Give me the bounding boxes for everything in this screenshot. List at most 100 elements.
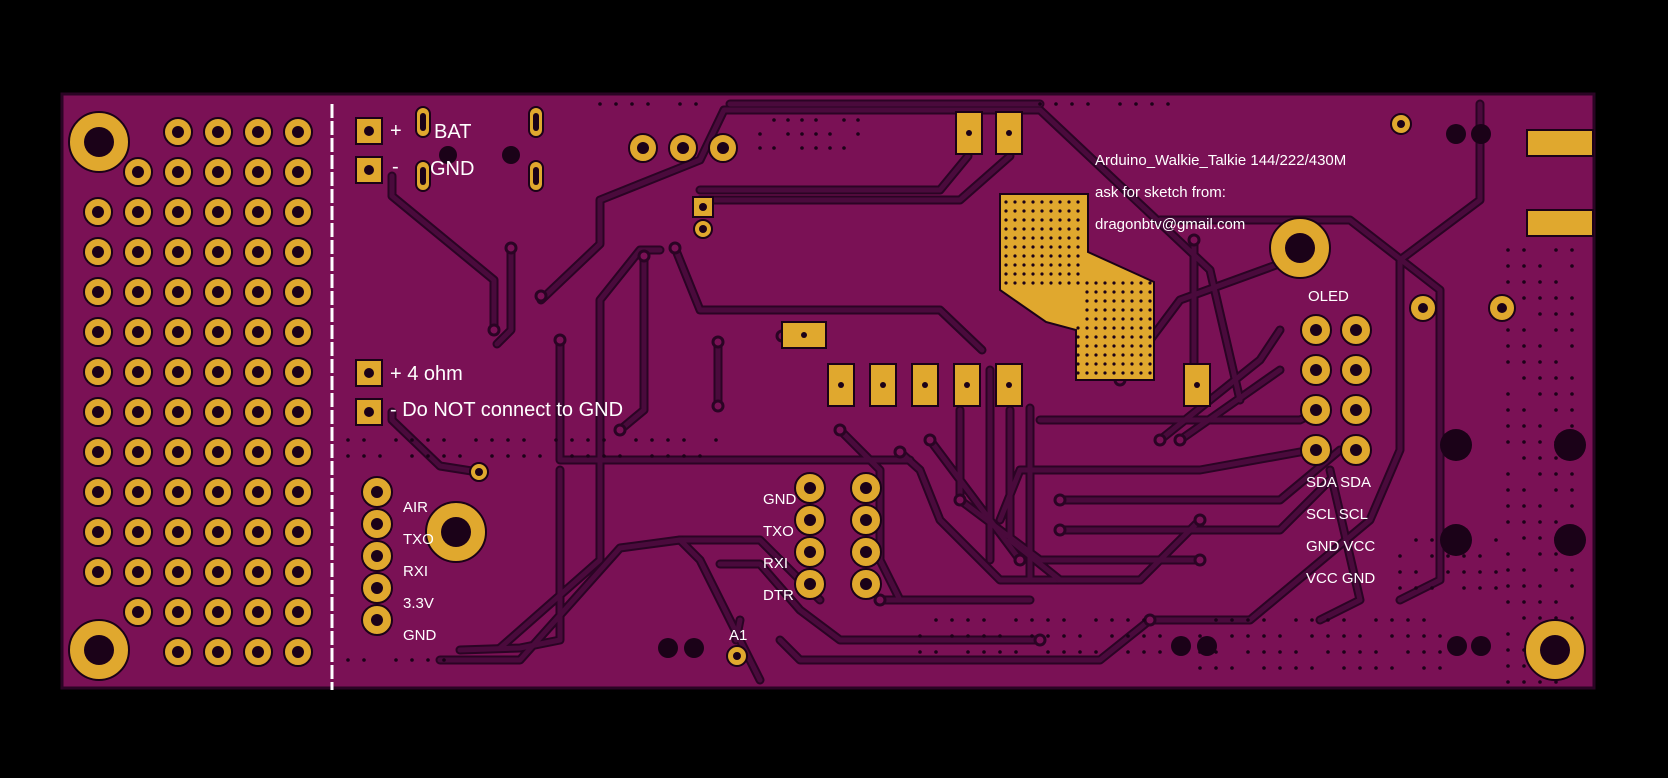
stitch-dot [1076,281,1080,285]
stitch-dot [1058,209,1062,213]
via-dot [1262,650,1266,654]
via-dot [1506,248,1510,252]
stitch-dot [1076,209,1080,213]
copper-trace [617,253,647,433]
stitch-dot [1067,236,1071,240]
drill-hole [172,166,184,178]
via-dot [1522,408,1526,412]
bat-plus-label: + [390,120,402,142]
via-dot [1390,634,1394,638]
via-dot [1478,586,1482,590]
stitch-dot [1022,281,1026,285]
stitch-dot [1103,344,1107,348]
via-dot [918,634,922,638]
via-dot [1406,650,1410,654]
drill-hole [1310,324,1322,336]
via-dot [1430,586,1434,590]
stitch-dot [1076,326,1080,330]
a1-label: A1 [729,627,747,644]
via-dot [1538,264,1542,268]
oled-pin-label-1: SDA SDA [1306,474,1371,491]
stitch-dot [1148,344,1152,348]
drill-hole [637,142,649,154]
stitch-dot [1103,335,1107,339]
via-dot [1506,600,1510,604]
stitch-dot [1130,290,1134,294]
stitch-dot [1130,299,1134,303]
via-dot [506,454,510,458]
via-dot [1430,538,1434,542]
drill-hole [1310,444,1322,456]
via-dot [1230,666,1234,670]
drill-hole [441,517,471,547]
via-dot [490,438,494,442]
stitch-dot [1049,236,1053,240]
stitch-dot [1130,326,1134,330]
stitch-dot [1130,317,1134,321]
copper-traces [387,99,1485,685]
via-dot [1522,376,1526,380]
via-dot [1142,634,1146,638]
stitch-dot [1049,218,1053,222]
via-dot [1198,666,1202,670]
stitch-dot [1148,299,1152,303]
stitch-dot [1013,272,1017,276]
via-dot [950,634,954,638]
via-dot [1342,650,1346,654]
drill-hole [84,127,114,157]
via-dot [1522,568,1526,572]
silkscreen-labels: + BAT - GND + 4 ohm - Do NOT connect to … [390,120,1375,644]
via-dot [758,146,762,150]
drill-hole [212,606,224,618]
stitch-dot [1049,200,1053,204]
stitch-dot [1022,263,1026,267]
via-dot [1554,520,1558,524]
stitch-dot [1121,353,1125,357]
npth-hole [1197,636,1217,656]
stitch-dot [1031,272,1035,276]
via-dot [1570,488,1574,492]
trace-via [1143,613,1157,627]
via-dot [1046,650,1050,654]
stitch-dot [1058,245,1062,249]
stitch-dot [1031,218,1035,222]
stitch-dot [1130,353,1134,357]
drill-hole [172,606,184,618]
stitch-dot [1139,371,1143,375]
via-dot [650,438,654,442]
stitch-dot [1112,299,1116,303]
via-dot [966,650,970,654]
stitch-dot [1040,272,1044,276]
drill-hole [212,446,224,458]
via-dot [1142,618,1146,622]
stitch-dot [1112,290,1116,294]
via-dot [1554,280,1558,284]
drill-hole [292,246,304,258]
via-dot [1522,440,1526,444]
board-title: Arduino_Walkie_Talkie 144/222/430M [1095,152,1346,169]
via-dot [1294,650,1298,654]
stitch-dot [1112,326,1116,330]
copper-trace [389,173,497,333]
via-dot [1506,360,1510,364]
stitch-dot [1121,299,1125,303]
via-dot [1126,634,1130,638]
via-dot [678,102,682,106]
stitch-dot [1085,281,1089,285]
via-dot [1198,634,1202,638]
drill-hole [212,526,224,538]
via-dot [1570,264,1574,268]
trace-via [1153,433,1167,447]
stitch-dot [1040,209,1044,213]
stitch-dot [1058,218,1062,222]
stitch-dot [1139,362,1143,366]
via-dot [378,454,382,458]
via-dot [682,454,686,458]
stitch-dot [1148,281,1152,285]
via-dot [1262,618,1266,622]
stitch-dot [1103,308,1107,312]
via-dot [1570,344,1574,348]
drill-hole [212,286,224,298]
copper-trace [957,407,1083,563]
